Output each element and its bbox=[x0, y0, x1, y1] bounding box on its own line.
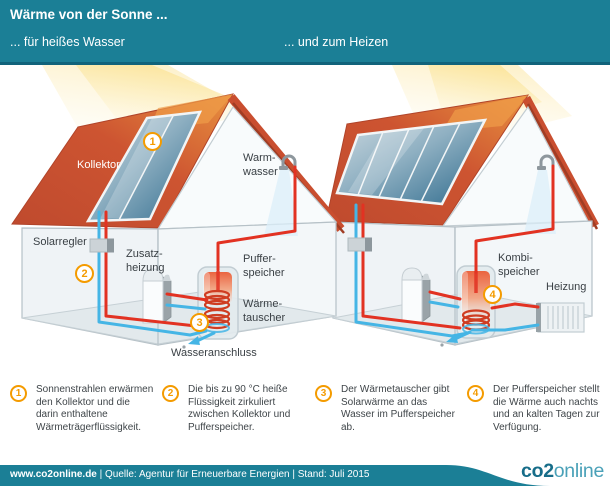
header-bar: Wärme von der Sonne ... ... für heißes W… bbox=[0, 0, 610, 65]
solar-controller-left bbox=[89, 238, 114, 253]
co2online-logo: co2online bbox=[521, 460, 604, 483]
subtitle-heating: ... und zum Heizen bbox=[284, 35, 389, 49]
logo-online: online bbox=[553, 460, 605, 482]
legend-text-2: Die bis zu 90 °C heiße Flüssigkeit zirku… bbox=[188, 384, 291, 433]
page-title: Wärme von der Sonne ... bbox=[10, 7, 168, 22]
footer-swoosh bbox=[0, 465, 550, 486]
auxiliary-heater-left bbox=[142, 268, 172, 324]
cold-water-arrow-left bbox=[188, 336, 200, 345]
house-left bbox=[11, 93, 345, 349]
shower-icon-left bbox=[264, 154, 298, 236]
legend-number-2: 2 bbox=[162, 385, 179, 402]
solar-controller-right bbox=[347, 237, 372, 252]
marker-4: 4 bbox=[483, 285, 502, 304]
label-warmwasser: Warm- wasser bbox=[243, 152, 278, 178]
solar-panel-right bbox=[335, 118, 488, 206]
label-kombispeicher: Kombi- speicher bbox=[498, 252, 540, 278]
label-waermetauscher: Wärme- tauscher bbox=[243, 298, 286, 324]
label-pufferspeicher: Puffer- speicher bbox=[243, 253, 285, 279]
legend-item-4: 4 Der Pufferspeicher stellt die Wärme au… bbox=[467, 384, 606, 434]
legend-number-4: 4 bbox=[467, 385, 484, 402]
legend-item-3: 3 Der Wärmetauscher gibt Solarwärme an d… bbox=[315, 384, 467, 434]
legend-number-3: 3 bbox=[315, 385, 332, 402]
combi-tank bbox=[456, 265, 496, 339]
house-right bbox=[325, 94, 599, 347]
cold-water-arrow-right bbox=[446, 334, 458, 343]
legend: 1 Sonnenstrahlen erwärmen den Kollektor … bbox=[10, 384, 606, 434]
legend-item-2: 2 Die bis zu 90 °C heiße Flüssigkeit zir… bbox=[162, 384, 315, 434]
source-url: www.co2online.de bbox=[10, 469, 97, 480]
radiator-icon bbox=[536, 302, 585, 333]
marker-3: 3 bbox=[190, 313, 209, 332]
label-kollektor: Kollektor bbox=[77, 159, 120, 171]
legend-text-4: Der Pufferspeicher stellt die Wärme auch… bbox=[493, 384, 600, 433]
label-solarregler: Solarregler bbox=[33, 236, 87, 248]
marker-1: 1 bbox=[143, 132, 162, 151]
legend-number-1: 1 bbox=[10, 385, 27, 402]
legend-text-3: Der Wärmetauscher gibt Solarwärme an das… bbox=[341, 384, 455, 433]
marker-2: 2 bbox=[75, 264, 94, 283]
source-rest: | Quelle: Agentur für Erneuerbare Energi… bbox=[96, 469, 370, 480]
subtitle-hot-water: ... für heißes Wasser bbox=[10, 35, 125, 49]
label-wasseranschluss: Wasseranschluss bbox=[171, 347, 257, 359]
logo-co2: co2 bbox=[521, 460, 554, 482]
shower-icon-right bbox=[524, 154, 556, 234]
auxiliary-heater-right bbox=[401, 267, 431, 323]
legend-text-1: Sonnenstrahlen erwärmen den Kollektor un… bbox=[36, 384, 154, 433]
label-zusatzheizung: Zusatz- heizung bbox=[126, 248, 165, 274]
pipes-right bbox=[354, 164, 555, 341]
legend-item-1: 1 Sonnenstrahlen erwärmen den Kollektor … bbox=[10, 384, 162, 434]
source-line: www.co2online.de | Quelle: Agentur für E… bbox=[10, 469, 369, 480]
footer-bar: www.co2online.de | Quelle: Agentur für E… bbox=[0, 456, 610, 486]
label-heizung: Heizung bbox=[546, 281, 587, 293]
